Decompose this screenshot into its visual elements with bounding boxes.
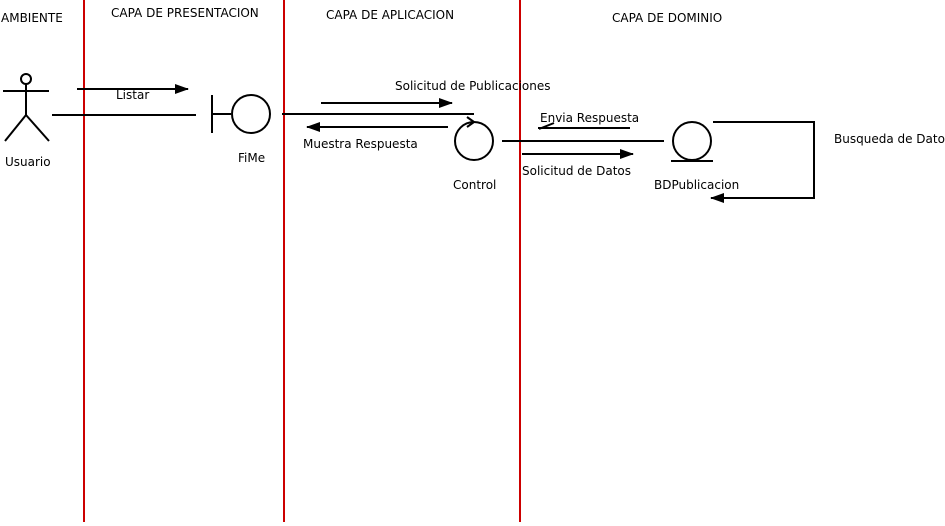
lane-title-aplicacion: CAPA DE APLICACION [326,8,454,22]
boundary-icon [211,94,271,134]
entity-icon [671,121,713,162]
lane-title-presentacion: CAPA DE PRESENTACION [111,6,259,20]
boundary-label: FiMe [238,151,265,165]
lane-title-ambiente: AMBIENTE [1,11,63,25]
message-busqueda-datos: Busqueda de Datos [834,132,945,146]
link-entity-self [713,121,815,199]
control-label: Control [453,178,496,192]
control-icon [454,116,494,161]
actor-icon [3,73,50,142]
message-listar: Listar [116,88,149,102]
message-solicitud-datos: Solicitud de Datos [522,164,631,178]
message-solicitud-publicaciones: Solicitud de Publicaciones [395,79,551,93]
message-muestra-respuesta: Muestra Respuesta [303,137,418,151]
arrow-envia-respuesta-head [538,122,555,130]
message-envia-respuesta: Envia Respuesta [540,111,639,125]
entity-label: BDPublicacion [654,178,739,192]
actor-label: Usuario [5,155,51,169]
lane-title-dominio: CAPA DE DOMINIO [612,11,722,25]
